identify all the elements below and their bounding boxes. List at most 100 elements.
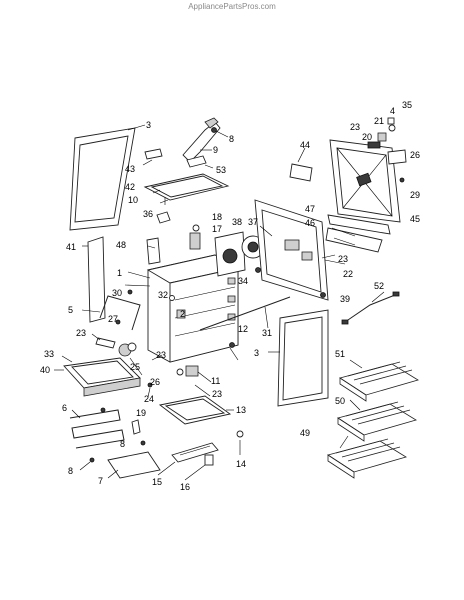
callout-52[interactable]: 52 <box>374 281 384 291</box>
callout-23-mid[interactable]: 23 <box>156 350 166 360</box>
part-35[interactable] <box>387 117 395 125</box>
callout-24[interactable]: 24 <box>144 394 154 404</box>
callout-25[interactable]: 25 <box>130 362 140 372</box>
part-4[interactable] <box>388 124 396 132</box>
callout-27[interactable]: 27 <box>108 314 118 324</box>
part-29[interactable] <box>399 177 405 183</box>
part-bracket-53[interactable] <box>186 155 207 168</box>
part-20[interactable] <box>367 141 381 149</box>
part-screw-8-bottom[interactable] <box>89 457 95 463</box>
part-14[interactable] <box>236 430 244 438</box>
callout-45[interactable]: 45 <box>410 214 420 224</box>
part-16[interactable] <box>204 454 214 466</box>
part-clip-19[interactable] <box>131 419 141 435</box>
part-32[interactable] <box>169 295 175 301</box>
part-screw-34[interactable] <box>255 267 261 273</box>
part-21[interactable] <box>377 132 387 142</box>
part-grommet[interactable] <box>176 368 184 376</box>
callout-8-bottom[interactable]: 8 <box>68 466 73 476</box>
part-bracket-48[interactable] <box>146 237 161 265</box>
part-rear-frame[interactable] <box>254 199 329 301</box>
part-rack-50[interactable] <box>337 401 417 442</box>
callout-46[interactable]: 46 <box>305 218 315 228</box>
part-side-trim-41[interactable] <box>87 236 106 323</box>
part-25-cap[interactable] <box>127 342 137 352</box>
part-screw-8-low[interactable] <box>140 440 146 446</box>
part-screw-24[interactable] <box>147 382 153 388</box>
part-bake-element-6[interactable] <box>69 409 125 449</box>
callout-10[interactable]: 10 <box>128 195 138 205</box>
callout-17[interactable]: 17 <box>212 224 222 234</box>
part-element-5[interactable] <box>99 295 141 331</box>
part-door-frame-right[interactable] <box>277 309 329 407</box>
callout-39[interactable]: 39 <box>340 294 350 304</box>
callout-7[interactable]: 7 <box>98 476 103 486</box>
part-harness-52[interactable] <box>341 291 400 325</box>
callout-13[interactable]: 13 <box>236 405 246 415</box>
callout-9[interactable]: 9 <box>213 145 218 155</box>
callout-26-top[interactable]: 26 <box>410 150 420 160</box>
part-26[interactable] <box>387 149 407 165</box>
callout-18[interactable]: 18 <box>212 212 222 222</box>
callout-23-right[interactable]: 23 <box>338 254 348 264</box>
part-vent-47[interactable] <box>327 214 391 235</box>
part-screw-30[interactable] <box>127 289 133 295</box>
part-oven-cavity-1[interactable] <box>146 254 240 363</box>
callout-14[interactable]: 14 <box>236 459 246 469</box>
callout-5[interactable]: 5 <box>68 305 73 315</box>
callout-47[interactable]: 47 <box>305 204 315 214</box>
callout-12[interactable]: 12 <box>238 324 248 334</box>
part-plate-44[interactable] <box>289 163 313 182</box>
callout-33[interactable]: 33 <box>44 349 54 359</box>
callout-19[interactable]: 19 <box>136 408 146 418</box>
callout-23-top[interactable]: 23 <box>350 122 360 132</box>
callout-38[interactable]: 38 <box>232 217 242 227</box>
part-vent-46[interactable] <box>325 227 383 253</box>
callout-40[interactable]: 40 <box>40 365 50 375</box>
callout-43[interactable]: 43 <box>125 164 135 174</box>
callout-1[interactable]: 1 <box>117 268 122 278</box>
part-cover-7[interactable] <box>107 451 161 479</box>
part-drawer-frame-40[interactable] <box>63 357 141 397</box>
part-bracket-36[interactable] <box>156 211 171 224</box>
part-screw-12[interactable] <box>229 342 235 348</box>
callout-36[interactable]: 36 <box>143 209 153 219</box>
part-screw-8-top[interactable] <box>211 127 217 133</box>
callout-31[interactable]: 31 <box>262 328 272 338</box>
callout-48[interactable]: 48 <box>116 240 126 250</box>
part-11[interactable] <box>185 365 199 377</box>
callout-20[interactable]: 20 <box>362 132 372 142</box>
part-screw-39[interactable] <box>320 292 326 298</box>
part-17[interactable] <box>189 232 201 250</box>
callout-34[interactable]: 34 <box>238 276 248 286</box>
callout-41[interactable]: 41 <box>66 242 76 252</box>
callout-15[interactable]: 15 <box>152 477 162 487</box>
part-bracket-9[interactable] <box>182 117 221 163</box>
callout-21[interactable]: 21 <box>374 116 384 126</box>
part-rack-49[interactable] <box>327 438 407 479</box>
callout-53[interactable]: 53 <box>216 165 226 175</box>
callout-30[interactable]: 30 <box>112 288 122 298</box>
callout-22[interactable]: 22 <box>343 269 353 279</box>
part-door-frame-left[interactable] <box>69 127 136 231</box>
part-screw-8-mid[interactable] <box>100 407 106 413</box>
callout-8-mid[interactable]: 8 <box>120 439 125 449</box>
callout-37[interactable]: 37 <box>248 217 258 227</box>
callout-3-right[interactable]: 3 <box>254 348 259 358</box>
part-floor-panel-13[interactable] <box>158 395 232 425</box>
callout-2[interactable]: 2 <box>180 309 185 319</box>
callout-26-mid[interactable]: 26 <box>150 377 160 387</box>
callout-11[interactable]: 11 <box>211 376 220 386</box>
part-top-panel-10[interactable] <box>143 173 230 201</box>
callout-49[interactable]: 49 <box>300 428 310 438</box>
callout-4[interactable]: 4 <box>390 106 395 116</box>
part-rack-51[interactable] <box>339 361 419 402</box>
callout-8-top[interactable]: 8 <box>229 134 234 144</box>
part-back-panel-45[interactable] <box>329 139 401 223</box>
part-bracket-23-left[interactable] <box>95 337 116 349</box>
callout-35[interactable]: 35 <box>402 100 412 110</box>
callout-32[interactable]: 32 <box>158 290 168 300</box>
part-rod-31[interactable] <box>199 296 291 331</box>
part-back-panel-38[interactable] <box>214 231 246 277</box>
part-bracket-43[interactable] <box>144 148 163 160</box>
